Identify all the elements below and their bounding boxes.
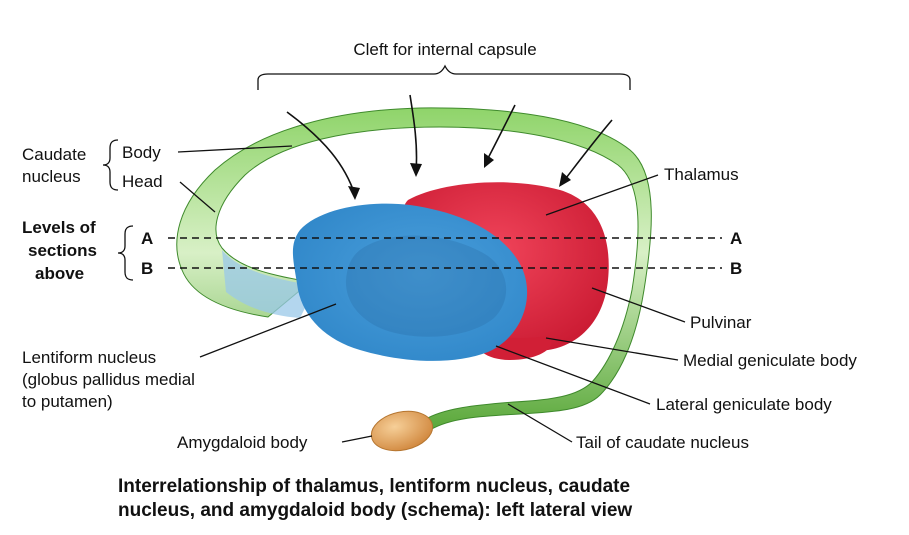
medial-geniculate-label: Medial geniculate body: [683, 351, 857, 370]
cleft-label: Cleft for internal capsule: [353, 40, 536, 59]
head-label: Head: [122, 172, 163, 191]
body-leader: [177, 145, 293, 153]
lateral-geniculate-label: Lateral geniculate body: [656, 395, 832, 414]
levels-label-line3: above: [35, 264, 84, 283]
lentiform-inner-shade: [345, 235, 507, 337]
levels-brace: [117, 225, 134, 281]
amygdaloid-label: Amygdaloid body: [177, 433, 308, 452]
caption-line1: Interrelationship of thalamus, lentiform…: [118, 476, 630, 497]
tail-leader: [507, 403, 573, 443]
level-b-right-label: B: [730, 259, 742, 278]
caudate-label-line1: Caudate: [22, 145, 86, 164]
level-a-right-label: A: [730, 229, 742, 248]
thalamus-label: Thalamus: [664, 165, 739, 184]
tail-label: Tail of caudate nucleus: [576, 433, 749, 452]
cleft-arrows: [286, 94, 613, 200]
cleft-bracket: [257, 64, 631, 90]
caption-line2: nucleus, and amygdaloid body (schema): l…: [118, 500, 632, 521]
medial-geniculate-leader: [545, 337, 679, 361]
body-label: Body: [122, 143, 161, 162]
lentiform-label-line2: (globus pallidus medial: [22, 370, 195, 389]
caudate-brace: [102, 139, 119, 191]
lentiform-label-line3: to putamen): [22, 392, 113, 411]
level-b-left-label: B: [141, 259, 153, 278]
lentiform-label-line1: Lentiform nucleus: [22, 348, 156, 367]
lateral-geniculate-leader: [495, 345, 651, 405]
lentiform-nucleus-shape: [292, 203, 528, 361]
level-a-left-label: A: [141, 229, 153, 248]
caudate-label-line2: nucleus: [22, 167, 81, 186]
lentiform-leader: [199, 303, 337, 358]
levels-label-line2: sections: [28, 241, 97, 260]
levels-label-line1: Levels of: [22, 218, 96, 237]
pulvinar-label: Pulvinar: [690, 313, 752, 332]
head-leader: [179, 181, 216, 213]
thalamus-leader: [545, 174, 659, 216]
pulvinar-leader: [591, 287, 686, 323]
caudate-lentiform-bridge: [222, 250, 316, 318]
amygdaloid-body-shape: [370, 410, 434, 452]
amygdaloid-leader: [341, 435, 373, 443]
